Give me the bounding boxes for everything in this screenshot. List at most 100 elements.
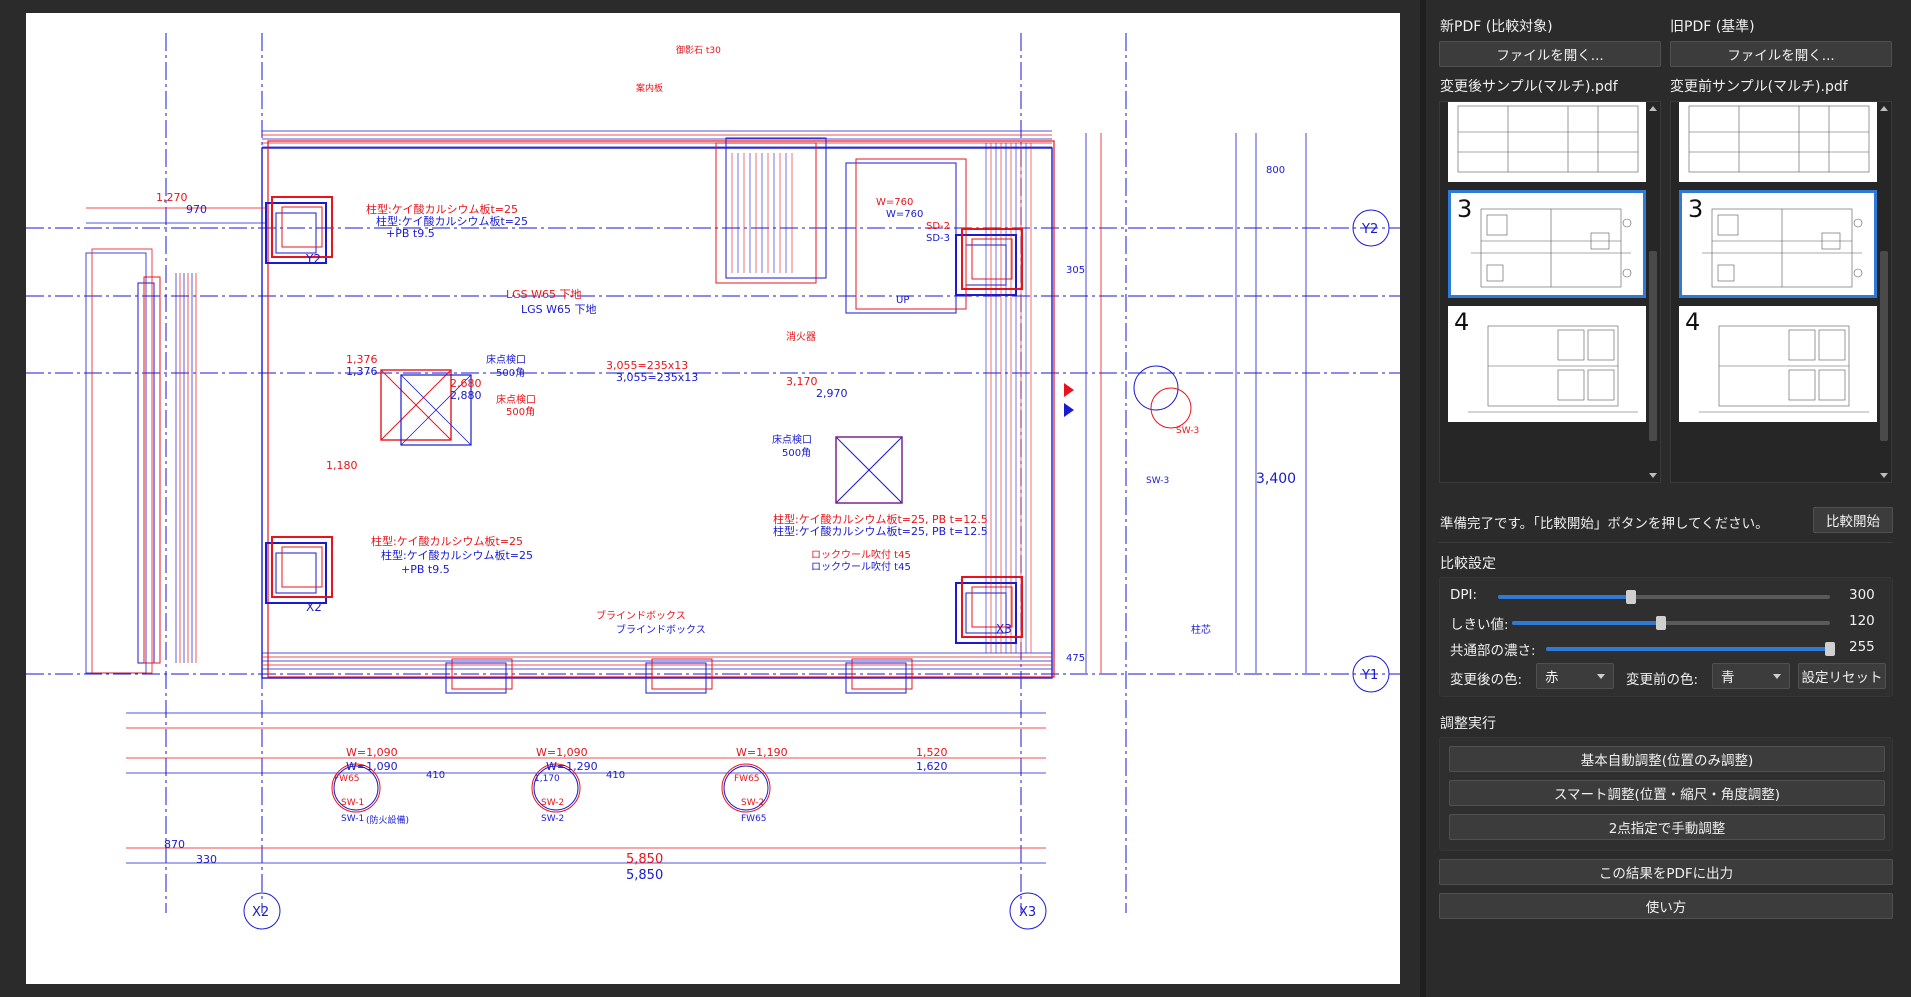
settings-title: 比較設定	[1440, 556, 1496, 572]
slider-fill	[1546, 647, 1830, 651]
grid-bubble	[1352, 209, 1390, 247]
dimension-label: 消火器	[786, 330, 816, 343]
scroll-thumb[interactable]	[1649, 251, 1657, 441]
drawing-rect	[400, 374, 472, 446]
panel-splitter[interactable]	[1420, 0, 1426, 997]
dimension-label: SW-2	[741, 798, 764, 808]
new-pdf-open-button[interactable]: ファイルを開く...	[1439, 41, 1661, 67]
drawing-rect	[851, 658, 913, 690]
grid-bubble	[1150, 387, 1192, 429]
new-pdf-thumbnail-list[interactable]: 3 4	[1439, 101, 1661, 483]
dimension-label: 2,970	[816, 387, 848, 400]
drawing-rect	[275, 552, 317, 594]
dimension-label: W=1,190	[736, 746, 788, 759]
threshold-slider[interactable]	[1512, 616, 1830, 630]
north-marker-icon	[1064, 403, 1074, 417]
dimension-label: 柱型:ケイ酸カルシウム板t=25	[371, 534, 523, 548]
dimension-label: FW65	[334, 774, 360, 784]
dimension-label: 1,376	[346, 353, 378, 366]
new-thumbnail-page-3[interactable]: 3	[1448, 190, 1646, 298]
export-pdf-button[interactable]: この結果をPDFに出力	[1439, 859, 1893, 885]
old-thumbnail-page-3[interactable]: 3	[1679, 190, 1877, 298]
dpi-slider[interactable]	[1498, 590, 1830, 604]
scroll-down-icon[interactable]	[1649, 473, 1657, 478]
grid-bubble	[1352, 655, 1390, 693]
drawing-rect	[85, 252, 147, 674]
settings-group: DPI: 300 しきい値: 120 共通部の濃さ: 255 変更後の色: 赤 …	[1439, 577, 1893, 697]
drawing-line	[835, 436, 903, 504]
old-color-select[interactable]: 青	[1712, 663, 1790, 689]
old-thumbnail-page-2[interactable]	[1679, 102, 1877, 182]
dimension-label: X2	[252, 905, 269, 920]
common-density-value: 255	[1849, 639, 1875, 655]
dimension-label: 1,520	[916, 746, 948, 759]
old-color-selected: 青	[1721, 670, 1735, 686]
common-density-label: 共通部の濃さ:	[1450, 643, 1536, 659]
thumbnail-preview	[1468, 325, 1638, 413]
old-thumbnail-scrollbar[interactable]	[1878, 103, 1890, 481]
dimension-label: 1,376	[346, 365, 378, 378]
slider-handle[interactable]	[1825, 642, 1835, 656]
start-compare-button[interactable]: 比較開始	[1813, 507, 1893, 533]
drawing-rect	[275, 212, 317, 254]
old-pdf-open-button[interactable]: ファイルを開く...	[1670, 41, 1892, 67]
help-button[interactable]: 使い方	[1439, 893, 1893, 919]
new-color-select[interactable]: 赤	[1536, 663, 1614, 689]
scroll-up-icon[interactable]	[1649, 106, 1657, 111]
drawing-rect	[380, 369, 452, 441]
manual-adjust-button[interactable]: 2点指定で手動調整	[1449, 814, 1885, 840]
thumbnail-page-number: 3	[1457, 195, 1473, 223]
chevron-down-icon	[1597, 674, 1605, 679]
dimension-label: +PB t9.5	[386, 227, 435, 240]
scroll-thumb[interactable]	[1880, 251, 1888, 441]
dimension-label: W=760	[876, 197, 913, 208]
dimension-label: 柱芯	[1191, 623, 1211, 636]
drawing-rect	[281, 206, 323, 248]
scroll-up-icon[interactable]	[1880, 106, 1888, 111]
dimension-label: SW-1	[341, 814, 364, 824]
dimension-label: FW65	[741, 814, 767, 824]
new-thumbnail-page-2[interactable]	[1448, 102, 1646, 182]
grid-bubble	[531, 763, 581, 813]
new-color-label: 変更後の色:	[1450, 672, 1523, 688]
dimension-label: (防火設備)	[366, 814, 409, 826]
old-pdf-thumbnail-list[interactable]: 3 4	[1670, 101, 1892, 483]
status-message: 準備完了です。「比較開始」ボタンを押してください。	[1440, 516, 1769, 532]
dimension-label: W=1,290	[546, 760, 598, 773]
dimension-label: 1,180	[326, 459, 358, 472]
old-pdf-title: 旧PDF (基準)	[1670, 19, 1755, 35]
dimension-label: 500角	[782, 447, 811, 459]
grid-bubble	[1133, 365, 1179, 411]
new-thumbnail-page-4[interactable]: 4	[1448, 306, 1646, 422]
dimension-label: 御影石 t30	[676, 44, 721, 56]
dimension-label: ロックウール吹付 t45	[811, 560, 911, 573]
dimension-label: W=1,090	[536, 746, 588, 759]
scroll-down-icon[interactable]	[1880, 473, 1888, 478]
auto-adjust-button[interactable]: 基本自動調整(位置のみ調整)	[1449, 746, 1885, 772]
grid-bubble	[331, 763, 381, 813]
smart-adjust-button[interactable]: スマート調整(位置・縮尺・角度調整)	[1449, 780, 1885, 806]
dimension-label: SW-1	[341, 798, 364, 808]
slider-handle[interactable]	[1625, 590, 1636, 604]
old-thumbnail-page-4[interactable]: 4	[1679, 306, 1877, 422]
dimension-label: 1,620	[916, 760, 948, 773]
dimension-label: 柱型:ケイ酸カルシウム板t=25	[376, 214, 528, 228]
dimension-label: 案内板	[636, 82, 663, 94]
dimension-label: 500角	[496, 367, 525, 379]
slider-handle[interactable]	[1656, 616, 1667, 630]
dimension-label: FW65	[734, 774, 760, 784]
dimension-label: ブラインドボックス	[616, 623, 706, 636]
drawing-rect	[971, 586, 1013, 628]
dimension-label: 3,170	[786, 375, 818, 388]
new-thumbnail-scrollbar[interactable]	[1647, 103, 1659, 481]
dimension-label: SD-3	[926, 233, 950, 244]
reset-settings-button[interactable]: 設定リセット	[1798, 663, 1886, 689]
drawing-rect	[961, 228, 1023, 290]
drawing-rect	[445, 662, 507, 694]
common-density-slider[interactable]	[1546, 642, 1835, 656]
drawing-rect	[835, 436, 903, 504]
dpi-value: 300	[1849, 587, 1875, 603]
thumbnail-preview	[1699, 325, 1869, 413]
